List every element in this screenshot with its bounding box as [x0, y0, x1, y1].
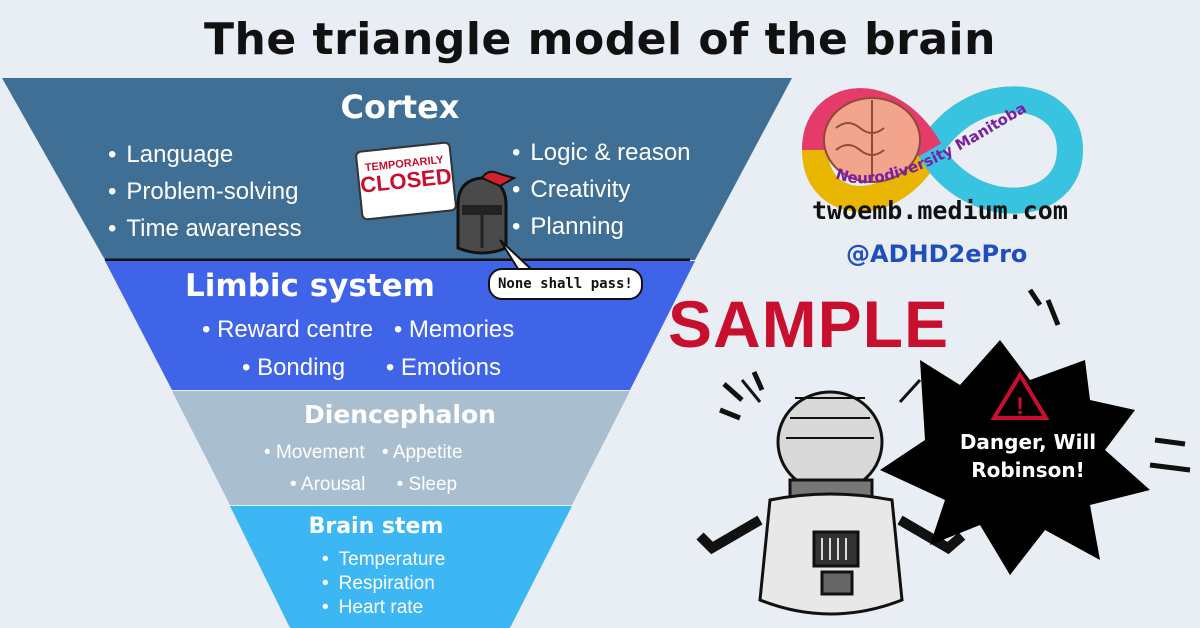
action-lines: [719, 288, 1191, 473]
list-item: Logic & reason: [512, 134, 690, 171]
list-item: Creativity: [512, 171, 691, 208]
warning-icon: !: [990, 371, 1050, 420]
list-item: Time awareness: [108, 210, 301, 247]
list-item: Respiration: [322, 572, 445, 596]
speech-burst: [880, 340, 1150, 575]
list-item: Heart rate: [322, 596, 445, 620]
cortex-right-list: Logic & reason Creativity Planning: [512, 134, 691, 245]
diencephalon-layer: [172, 391, 630, 505]
diencephalon-row2: • Arousal • Sleep: [290, 474, 458, 495]
svg-text:!: !: [1016, 393, 1024, 420]
list-item: Sleep: [408, 474, 458, 495]
diencephalon-title: Diencephalon: [304, 400, 496, 429]
list-item: Planning: [512, 208, 691, 245]
list-item: Emotions: [400, 354, 501, 381]
list-item: Memories: [408, 316, 515, 343]
knight-speech-bubble: None shall pass!: [488, 268, 643, 300]
site-url: twoemb.medium.com: [812, 196, 1068, 225]
list-item: Language: [108, 136, 302, 173]
brainstem-title: Brain stem: [308, 514, 444, 539]
list-item: Problem-solving: [108, 173, 302, 210]
limbic-row2: • Bonding • Emotions: [242, 354, 501, 381]
cortex-left-list: Language Problem-solving Time awareness: [108, 136, 302, 247]
diencephalon-row1: • Movement • Appetite: [264, 442, 463, 463]
svg-text:Neurodiversity Manitoba: Neurodiversity Manitoba: [834, 99, 1030, 187]
list-item: Reward centre: [217, 316, 374, 343]
logo-text-path: Neurodiversity Manitoba: [834, 99, 1030, 187]
social-handle: @ADHD2ePro: [846, 240, 1028, 268]
knight-helmet-icon: [456, 170, 517, 255]
cortex-title: Cortex: [340, 88, 460, 126]
limbic-row1: • Reward centre • Memories: [202, 316, 515, 343]
sample-watermark: SAMPLE: [668, 287, 950, 361]
list-item: Movement: [275, 442, 365, 463]
list-item: Appetite: [392, 442, 463, 463]
limbic-title: Limbic system: [185, 268, 435, 304]
list-item: Arousal: [300, 474, 366, 495]
robot-icon: [696, 378, 966, 616]
list-item: Bonding: [257, 354, 346, 381]
brainstem-list: Temperature Respiration Heart rate: [322, 548, 446, 620]
neurodiversity-logo: [801, 86, 1084, 214]
robot-speech-text: Danger, Will Robinson!: [959, 430, 1097, 482]
page-title: The triangle model of the brain: [204, 14, 996, 65]
list-item: Temperature: [322, 548, 446, 572]
